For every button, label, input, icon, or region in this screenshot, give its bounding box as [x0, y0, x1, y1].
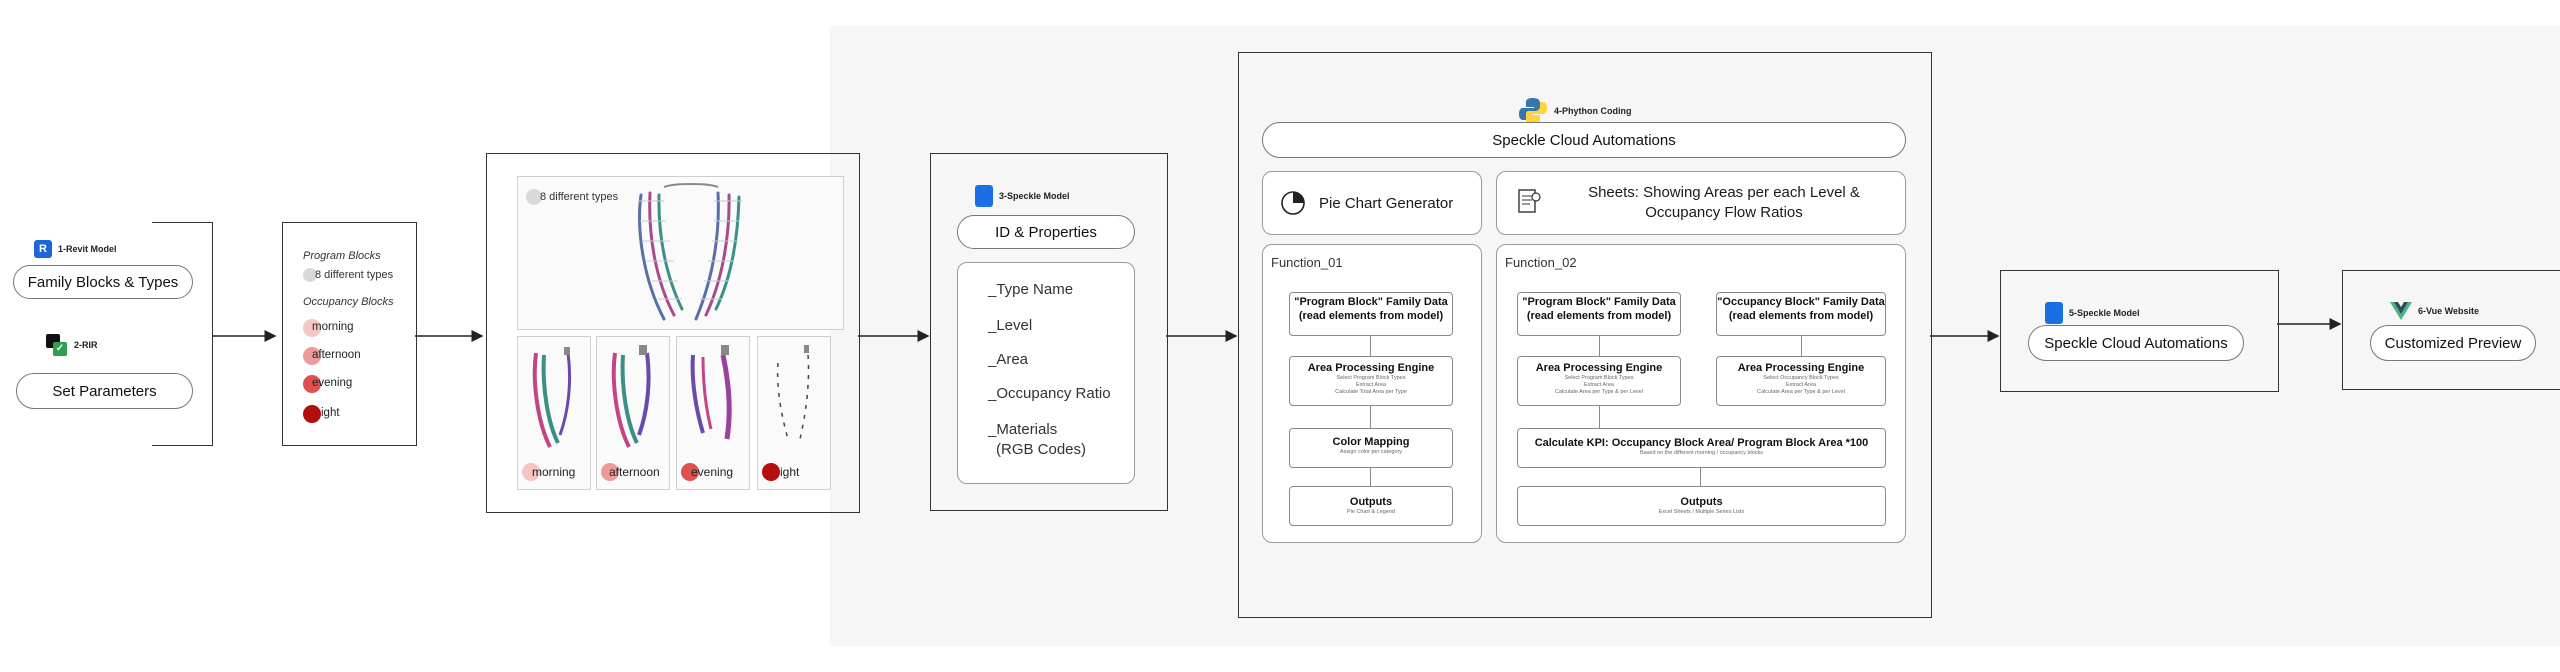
- occupancy-morning-label: morning: [312, 321, 354, 333]
- pie-chart-generator-card: Pie Chart Generator: [1262, 171, 1482, 235]
- stage6-frame: [2000, 270, 2279, 392]
- occupancy-evening-label: evening: [312, 377, 353, 389]
- night-thumb-label: ight: [780, 465, 800, 479]
- function-02-title: Function_02: [1505, 255, 1577, 270]
- f2-program-engine-box: Area Processing Engine Select Program Bl…: [1517, 356, 1681, 406]
- evening-thumbnail: evening: [676, 336, 750, 490]
- morning-thumbnail: morning: [517, 336, 591, 490]
- spreadsheet-icon: [1518, 189, 1541, 213]
- morning-dot: [522, 463, 540, 481]
- field-occupancy-ratio: _Occupancy Ratio: [988, 385, 1111, 402]
- vue-icon: [2390, 302, 2412, 320]
- stage3-frame: [486, 153, 860, 513]
- f1-color-mapping-box: Color Mapping Assign color per category: [1289, 428, 1453, 468]
- revit-model-caption: R 1-Revit Model: [34, 240, 117, 258]
- occupancy-evening-swatch: [303, 375, 321, 393]
- f2-kpi-box: Calculate KPI: Occupancy Block Area/ Pro…: [1517, 428, 1886, 468]
- customized-preview-pill: Customized Preview: [2370, 325, 2536, 361]
- stage4-frame: [930, 153, 1168, 511]
- sheets-card: Sheets: Showing Areas per each Level & O…: [1496, 171, 1906, 235]
- f2-connector-program-1: [1599, 336, 1601, 356]
- function-01-title: Function_01: [1271, 255, 1343, 270]
- f1-program-data-box: "Program Block" Family Data (read elemen…: [1289, 292, 1453, 336]
- speckle-icon: [2045, 302, 2063, 324]
- f1-connector-2: [1370, 406, 1372, 428]
- speckle-model-caption: 3-Speckle Model: [975, 185, 1070, 207]
- evening-model-render: [690, 345, 732, 440]
- field-level: _Level: [988, 317, 1033, 334]
- night-dot: [762, 463, 780, 481]
- f1-area-engine-box: Area Processing Engine Select Program Bl…: [1289, 356, 1453, 406]
- sheets-label: Sheets: Showing Areas per each Level & O…: [1588, 184, 1860, 221]
- pie-chart-icon: [1281, 191, 1305, 215]
- speckle-icon: [975, 185, 993, 207]
- afternoon-thumbnail: afternoon: [596, 336, 670, 490]
- speckle-model-5-caption: 5-Speckle Model: [2045, 302, 2140, 324]
- f1-connector-3: [1370, 468, 1372, 486]
- f2-program-data-box: "Program Block" Family Data (read elemen…: [1517, 292, 1681, 336]
- pie-chart-generator-label: Pie Chart Generator: [1319, 194, 1454, 212]
- afternoon-model-render: [611, 345, 651, 448]
- field-type-name: _Type Name: [988, 281, 1074, 298]
- occupancy-morning-swatch: [303, 319, 321, 337]
- field-materials-sub: (RGB Codes): [996, 441, 1087, 458]
- occupancy-afternoon-label: afternoon: [312, 349, 361, 361]
- field-area: _Area: [988, 351, 1029, 368]
- morning-thumb-label: morning: [532, 465, 576, 479]
- night-model-render: [776, 345, 810, 440]
- f2-occupancy-data-box: "Occupancy Block" Family Data (read elem…: [1716, 292, 1886, 336]
- f1-connector-1: [1370, 336, 1372, 356]
- python-coding-caption: 4-Phython Coding: [1518, 96, 1632, 126]
- f2-connector-occupancy-1: [1801, 336, 1803, 356]
- occupancy-afternoon-swatch: [303, 347, 321, 365]
- stage7-frame: [2342, 270, 2560, 390]
- types-badge: 8 different types: [526, 189, 618, 205]
- field-materials: _Materials: [988, 421, 1058, 438]
- morning-model-render: [532, 347, 572, 448]
- f2-connector-3: [1700, 468, 1702, 486]
- python-icon: [1519, 98, 1547, 124]
- night-thumbnail: ight: [757, 336, 831, 490]
- speckle-cloud-automations-title: Speckle Cloud Automations: [1262, 122, 1906, 158]
- f2-outputs-box: Outputs Excel Sheets / Multiple Series L…: [1517, 486, 1886, 526]
- rir-caption: ✓ 2-RIR: [46, 334, 98, 356]
- evening-thumb-label: evening: [691, 465, 734, 479]
- program-blocks-label: Program Blocks: [303, 250, 381, 262]
- family-blocks-pill: Family Blocks & Types: [13, 265, 193, 299]
- building-model-render: [638, 183, 742, 321]
- f1-outputs-box: Outputs Pie Chart & Legend: [1289, 486, 1453, 526]
- stage5-frame: [1238, 52, 1932, 618]
- afternoon-dot: [601, 463, 619, 481]
- occupancy-night-swatch: [303, 405, 321, 423]
- set-parameters-pill: Set Parameters: [16, 373, 193, 409]
- rir-icon: ✓: [46, 334, 68, 356]
- properties-list-box: _Type Name _Level _Area _Occupancy Ratio…: [957, 262, 1135, 484]
- speckle-cloud-automations-pill: Speckle Cloud Automations: [2028, 325, 2244, 361]
- program-types-badge: 8 different types: [303, 268, 393, 282]
- id-properties-pill: ID & Properties: [957, 215, 1135, 249]
- occupancy-blocks-label: Occupancy Blocks: [303, 296, 394, 308]
- occupancy-night-label: ight: [321, 407, 340, 419]
- building-model-preview: 8 different types: [517, 176, 844, 330]
- stage1-frame: [152, 222, 213, 446]
- stage2-frame: [282, 222, 417, 446]
- evening-dot: [681, 463, 699, 481]
- vue-website-caption: 6-Vue Website: [2390, 302, 2479, 320]
- revit-icon: R: [34, 240, 52, 258]
- f2-occupancy-engine-box: Area Processing Engine Select Occupancy …: [1716, 356, 1886, 406]
- f2-connector-2: [1599, 406, 1601, 428]
- afternoon-thumb-label: afternoon: [609, 465, 660, 479]
